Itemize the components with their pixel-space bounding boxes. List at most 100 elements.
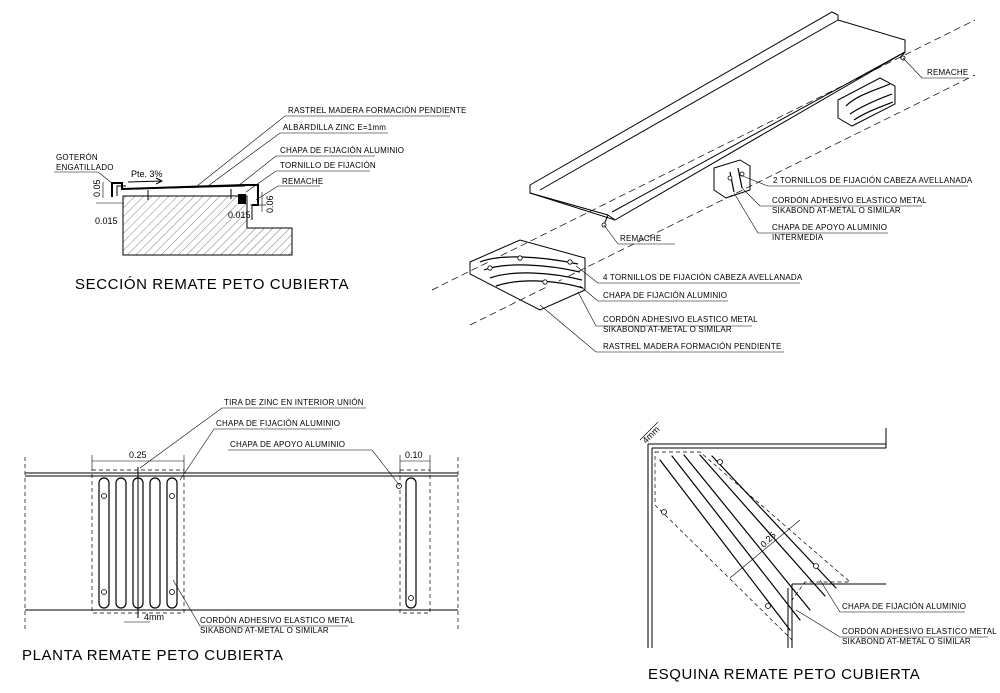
label-remache-bottom: REMACHE <box>620 234 661 243</box>
screw-icon <box>169 493 175 499</box>
label-cordon-mid-1: CORDÓN ADHESIVO ELASTICO METAL <box>772 196 927 205</box>
leader-line <box>539 304 784 353</box>
leader-line <box>207 132 388 187</box>
label-rastrel: RASTREL MADERA FORMACIÓN PENDIENTE <box>288 106 467 115</box>
label-remache: REMACHE <box>282 177 323 186</box>
parapet-wall <box>122 195 293 256</box>
label-cordon-1: CORDÓN ADHESIVO ELASTICO METAL <box>842 627 997 636</box>
zinc-coping-piece <box>529 11 906 228</box>
support-plate-upper <box>837 77 896 127</box>
label-chapa-apoyo-2: INTERMEDIA <box>772 233 824 242</box>
label-tornillo: TORNILLO DE FIJACIÓN <box>280 161 376 170</box>
leader-line <box>139 407 366 469</box>
label-cordon-low-2: SIKABOND AT-METAL O SIMILAR <box>603 325 732 334</box>
dim-4mm: 4mm <box>640 424 661 445</box>
dim-010: 0.10 <box>405 450 423 460</box>
label-albardilla: ALBARDILLA ZINC E=1mm <box>283 123 386 132</box>
label-rastrel: RASTREL MADERA FORMACIÓN PENDIENTE <box>603 342 782 351</box>
leader-line <box>579 285 728 302</box>
screw-icon <box>517 255 523 261</box>
label-chapa-apoyo-1: CHAPA DE APOYO ALUMINIO <box>772 223 887 232</box>
label-chapa-fijacion: CHAPA DE FIJACIÓN ALUMINIO <box>216 419 340 428</box>
leader-line <box>245 170 370 193</box>
screw-icon <box>727 175 733 181</box>
screw-icon <box>813 563 819 569</box>
adhesive-bead <box>659 459 791 631</box>
leader-line <box>196 115 450 187</box>
dim-025: 0.25 <box>129 450 147 460</box>
adhesive-bead <box>98 477 110 609</box>
dim-0015-left: 0.015 <box>95 216 118 226</box>
leader-line <box>733 192 888 234</box>
batten <box>125 185 246 190</box>
fixing-plate-left <box>116 185 126 196</box>
screw-icon <box>542 279 548 285</box>
screw-icon <box>661 509 667 515</box>
screw-icon <box>567 259 573 265</box>
leader-line <box>575 265 800 284</box>
label-cordon-1: CORDÓN ADHESIVO ELASTICO METAL <box>200 616 355 625</box>
label-chapa-apoyo: CHAPA DE APOYO ALUMINIO <box>230 440 345 449</box>
screw-icon <box>396 483 402 489</box>
adhesive-bead <box>405 477 417 609</box>
slope-arrow <box>127 177 164 185</box>
label-chapa-fijacion: CHAPA DE FIJACIÓN ALUMINIO <box>280 146 404 155</box>
leader-line <box>577 291 752 327</box>
section-title: SECCIÓN REMATE PETO CUBIERTA <box>75 276 349 293</box>
adhesive-bead <box>671 455 801 621</box>
adhesive-bead <box>149 477 161 609</box>
axis-line <box>431 19 976 291</box>
leader-line <box>228 449 401 487</box>
leader-line <box>902 57 968 79</box>
label-2-tornillos: 2 TORNILLOS DE FIJACIÓN CABEZA AVELLANAD… <box>773 176 973 185</box>
adhesive-bead <box>115 477 127 609</box>
label-goteron: GOTERÓN <box>56 153 98 162</box>
label-remache-top: REMACHE <box>927 68 968 77</box>
screw-icon <box>101 589 107 595</box>
label-cordon-2: SIKABOND AT-METAL O SIMILAR <box>842 637 971 646</box>
adhesive-bead <box>699 454 826 597</box>
leader-line <box>54 171 113 184</box>
screw-icon <box>487 265 493 271</box>
dim-006: 0.06 <box>265 195 275 213</box>
label-tira-zinc: TIRA DE ZINC EN INTERIOR UNIÓN <box>224 398 364 407</box>
label-4-tornillos: 4 TORNILLOS DE FIJACIÓN CABEZA AVELLANAD… <box>603 273 803 282</box>
leader-line <box>739 174 968 187</box>
label-cordon-2: SIKABOND AT-METAL O SIMILAR <box>200 626 329 635</box>
screw-icon <box>169 589 175 595</box>
screw-icon <box>717 459 723 465</box>
label-chapa-fijacion: CHAPA DE FIJACIÓN ALUMINIO <box>842 602 966 611</box>
adhesive-bead <box>166 477 178 609</box>
leader-line <box>603 224 675 245</box>
zinc-coping-profile <box>111 182 259 206</box>
isometric-detail: REMACHE REMACHE 2 TORNILLOS DE FIJACIÓN … <box>431 11 976 353</box>
support-plate-middle <box>713 159 751 199</box>
leader-line <box>237 155 375 187</box>
leader-line <box>795 609 988 638</box>
section-detail: RASTREL MADERA FORMACIÓN PENDIENTE ALBAR… <box>54 106 467 293</box>
screw-icon <box>101 493 107 499</box>
screw-icon <box>408 595 414 601</box>
leader-line <box>819 579 965 613</box>
slope-label: Pte. 3% <box>131 169 163 179</box>
adhesive-bead <box>683 454 811 611</box>
corner-title: ESQUINA REMATE PETO CUBIERTA <box>648 666 920 683</box>
leader-line <box>741 187 922 207</box>
label-cordon-mid-2: SIKABOND AT-METAL O SIMILAR <box>772 206 901 215</box>
plan-title: PLANTA REMATE PETO CUBIERTA <box>22 647 284 664</box>
dim-0015-right: 0.015 <box>228 210 251 220</box>
leader-line <box>172 579 348 627</box>
screw-icon <box>765 603 771 609</box>
dim-025: 0.25 <box>758 530 777 549</box>
rivet-mark <box>238 194 246 204</box>
corner-detail: 0.25 4mm CHAPA DE FIJACIÓN ALUMINIO CORD… <box>639 421 997 683</box>
label-cordon-low-1: CORDÓN ADHESIVO ELASTICO METAL <box>603 315 758 324</box>
leader-line <box>179 428 332 481</box>
fixing-plate-lower <box>469 239 586 311</box>
label-chapa-fijacion: CHAPA DE FIJACIÓN ALUMINIO <box>603 291 727 300</box>
dim-4mm: 4mm <box>144 612 164 622</box>
leader-line <box>255 185 320 201</box>
dim-005: 0.05 <box>92 179 102 197</box>
plan-detail: 0.25 0.10 4mm TIRA DE ZINC EN INTERIOR U… <box>22 398 459 664</box>
